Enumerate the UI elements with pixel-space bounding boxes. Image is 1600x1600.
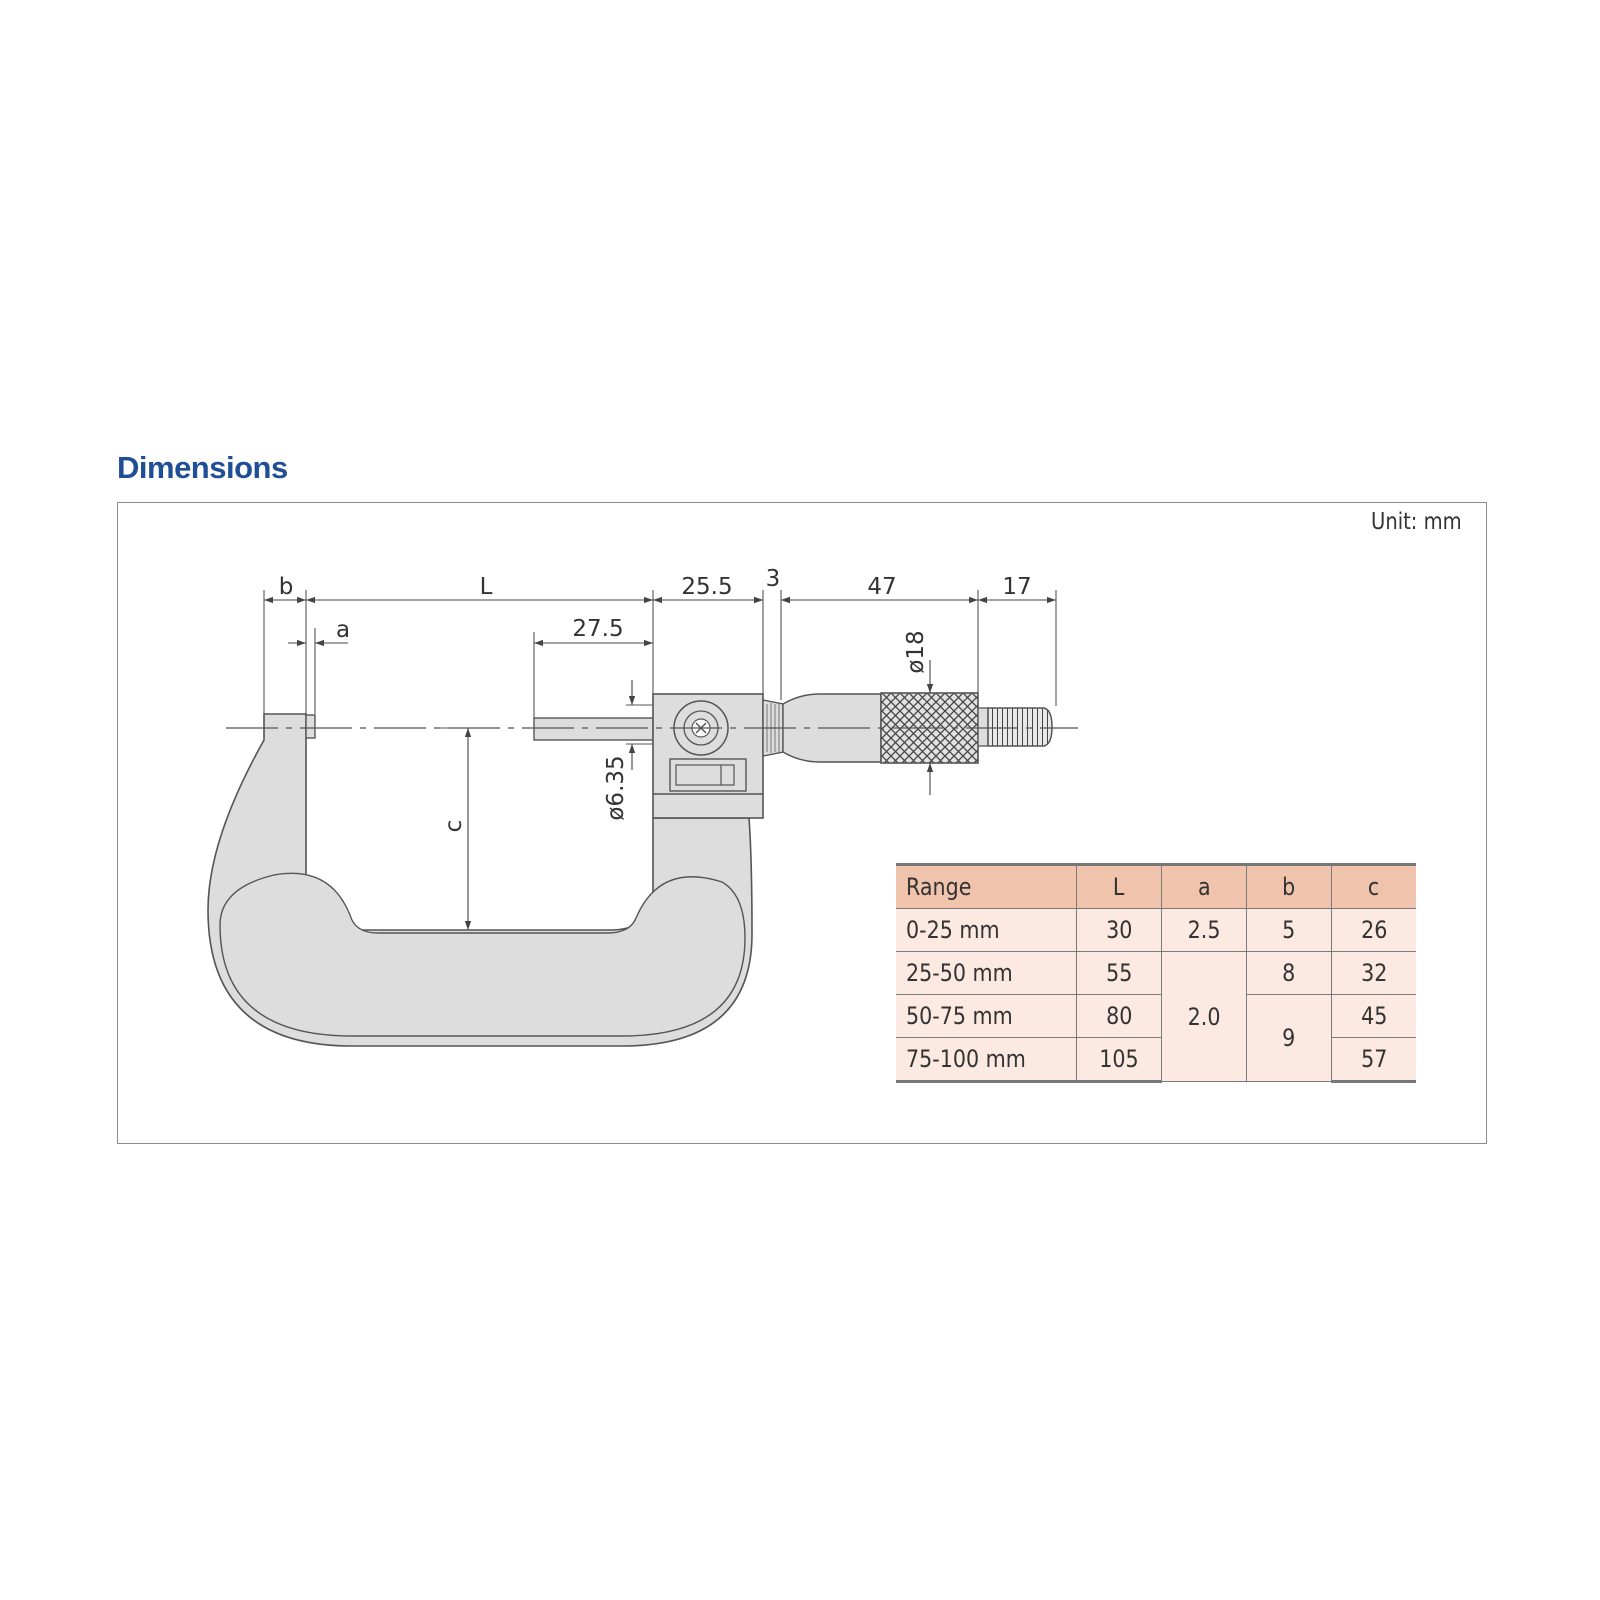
cell-L: 55 (1076, 951, 1162, 995)
header-b: b (1246, 864, 1332, 909)
cell-L: 105 (1076, 1037, 1162, 1083)
cell-L: 30 (1076, 908, 1162, 952)
table-row: 50-75 mm 80 9 45 (896, 994, 1416, 1082)
table-row: 75-100 mm 105 57 (896, 1037, 1416, 1083)
dim-label-c: c (441, 820, 467, 833)
table-header-row: Range L a b c (896, 864, 1416, 909)
header-a: a (1161, 864, 1247, 909)
dim-label-17: 17 (1002, 574, 1031, 600)
header-range: Range (896, 864, 1077, 909)
table-row: 0-25 mm 30 2.5 5 26 (896, 908, 1416, 952)
dim-label-dia6-35: ø6.35 (603, 755, 629, 820)
section-heading: Dimensions (117, 450, 288, 485)
cell-a: 2.5 (1161, 908, 1247, 952)
cell-a-merged: 2.0 (1161, 951, 1247, 1082)
dim-label-dia18: ø18 (903, 630, 929, 673)
dim-label-3: 3 (766, 566, 781, 592)
cell-b-merged: 9 (1246, 994, 1332, 1082)
dim-label-27-5: 27.5 (572, 616, 623, 642)
spindle (533, 717, 654, 741)
cell-b: 5 (1246, 908, 1332, 952)
cell-range: 75-100 mm (896, 1037, 1077, 1083)
ratchet-neck (977, 707, 989, 747)
dim-label-47: 47 (867, 574, 896, 600)
cell-L: 80 (1076, 994, 1162, 1038)
cell-b: 8 (1246, 951, 1332, 995)
header-c: c (1331, 864, 1416, 909)
dim-label-a: a (336, 617, 350, 643)
dim-label-L: L (480, 574, 493, 600)
spec-table: Range L a b c 0-25 mm 30 2.5 5 26 25-50 … (896, 863, 1416, 1083)
dim-label-25-5: 25.5 (681, 574, 732, 600)
frame-inner-recess (219, 872, 746, 1037)
unit-label: Unit: mm (1371, 509, 1462, 535)
anvil (305, 714, 316, 739)
cell-c: 26 (1331, 908, 1416, 952)
header-L: L (1076, 864, 1162, 909)
cell-c: 32 (1331, 951, 1416, 995)
clamp-lever (669, 758, 747, 792)
cell-range: 0-25 mm (896, 908, 1077, 952)
cell-c: 57 (1331, 1037, 1416, 1083)
cell-c: 45 (1331, 994, 1416, 1038)
cell-range: 50-75 mm (896, 994, 1077, 1038)
dim-label-b: b (279, 574, 294, 600)
ratchet-stop (987, 707, 1053, 747)
cell-range: 25-50 mm (896, 951, 1077, 995)
table-row: 25-50 mm 55 2.0 8 32 (896, 951, 1416, 1082)
dimensions-frame: Unit: mm (117, 502, 1487, 1144)
